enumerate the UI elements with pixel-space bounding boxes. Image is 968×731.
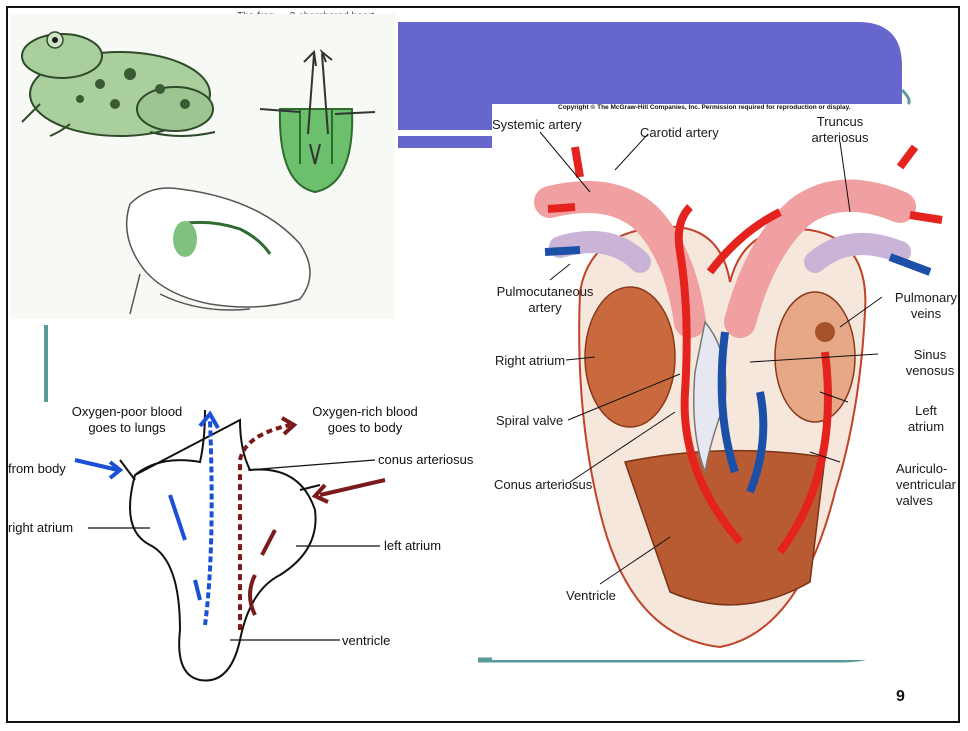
copyright-notice: Copyright © The McGraw-Hill Companies, I… [558, 104, 851, 111]
anatomical-heart [480, 112, 960, 662]
oxygen-poor-flow [205, 420, 212, 625]
label-right-atrium: Right atrium [495, 353, 565, 369]
label-schematic-left-atrium: left atrium [384, 538, 441, 554]
label-oxygen-rich: Oxygen-rich blood goes to body [290, 404, 440, 436]
label-from-body: from body [8, 461, 66, 477]
label-left-atrium: Left atrium [898, 403, 954, 435]
label-oxygen-poor: Oxygen-poor blood goes to lungs [52, 404, 202, 436]
label-carotid-artery: Carotid artery [640, 125, 719, 141]
accent-vertical-rule [44, 325, 48, 402]
label-truncus-arteriosus: Truncus arteriosus [800, 114, 880, 146]
oxygen-rich-flow [240, 425, 290, 630]
frog-illustration [10, 14, 395, 319]
label-av-valves: Auriculo- ventricular valves [896, 461, 956, 509]
label-conus-arteriosus: Conus arteriosus [494, 477, 592, 493]
label-pulmocutaneous-artery: Pulmocutaneous artery [485, 284, 605, 316]
label-sinus-venosus: Sinus venosus [900, 347, 960, 379]
label-ventricle: Ventricle [566, 588, 616, 604]
label-spiral-valve: Spiral valve [496, 413, 563, 429]
left-atrium-chamber [775, 292, 855, 422]
label-schematic-right-atrium: right atrium [8, 520, 73, 536]
label-schematic-conus: conus arteriosus [378, 452, 473, 468]
page-number: 9 [896, 688, 905, 706]
label-systemic-artery: Systemic artery [492, 117, 582, 133]
label-pulmonary-veins: Pulmonary veins [886, 290, 966, 322]
label-schematic-ventricle: ventricle [342, 633, 390, 649]
accent-stripe [398, 136, 493, 148]
